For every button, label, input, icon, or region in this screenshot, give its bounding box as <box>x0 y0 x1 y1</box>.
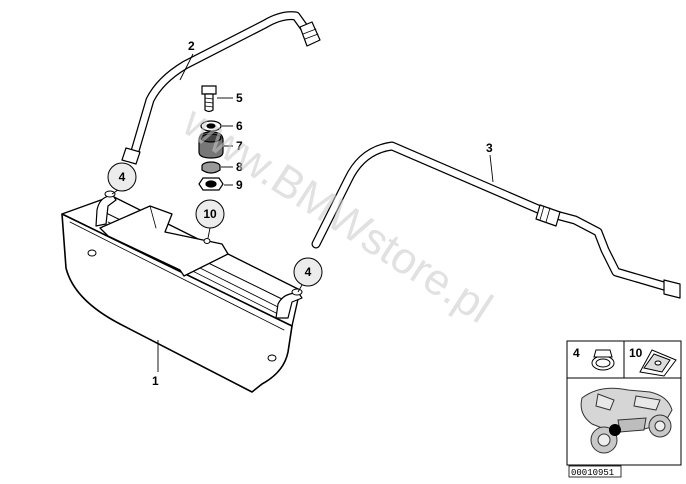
leader-lines <box>111 53 494 372</box>
inset-label-4: 4 <box>573 346 580 360</box>
callout-4-left-text: 4 <box>119 170 126 184</box>
part-label-3: 3 <box>486 141 493 155</box>
part-label-1: 1 <box>152 374 159 388</box>
part-label-6: 6 <box>236 119 243 133</box>
nut-9 <box>198 177 224 191</box>
inset-label-10: 10 <box>629 346 643 360</box>
sleeve-8 <box>201 161 221 174</box>
washer-6 <box>200 120 222 132</box>
part-label-9: 9 <box>236 178 243 192</box>
callout-4-left: 4 <box>107 162 137 192</box>
part-label-7: 7 <box>236 139 243 153</box>
callout-10: 10 <box>195 199 225 229</box>
clip-nut-icon <box>639 349 677 377</box>
hose-clamp-icon <box>591 349 615 371</box>
callout-4-right-text: 4 <box>305 265 312 279</box>
oil-line-2 <box>121 11 321 165</box>
part-label-2: 2 <box>188 39 195 53</box>
reference-code: 00010951 <box>571 468 614 478</box>
inset-panel: 4 10 00010951 <box>566 340 682 478</box>
location-marker <box>609 424 621 436</box>
callout-4-right: 4 <box>293 257 323 287</box>
bolt-5 <box>201 85 217 113</box>
rubber-mount-7 <box>198 131 224 159</box>
callout-10-text: 10 <box>203 207 217 221</box>
part-label-5: 5 <box>236 91 243 105</box>
oil-line-3 <box>311 141 681 299</box>
part-label-8: 8 <box>236 160 243 174</box>
oil-cooler <box>61 190 303 393</box>
